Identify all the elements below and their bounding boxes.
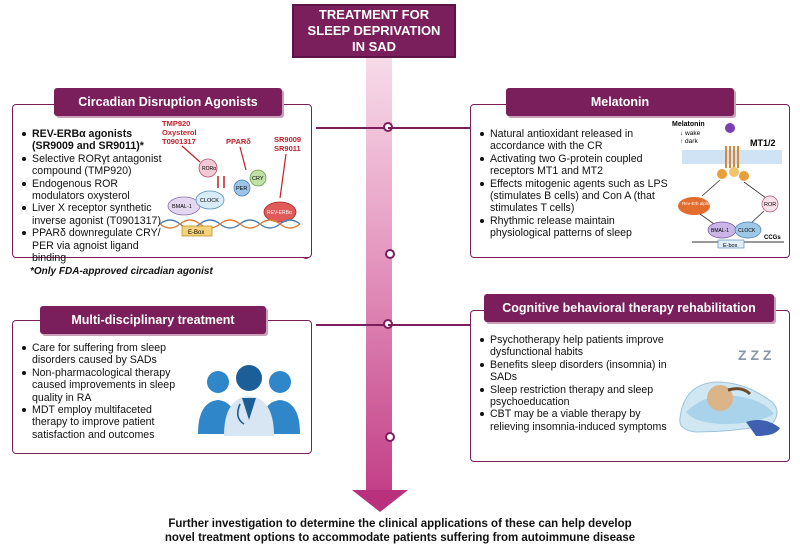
melatonin-label: Melatonin xyxy=(672,121,705,128)
sleeping-person-icon: Z Z Z xyxy=(679,347,780,436)
stethoscope-icon xyxy=(236,403,245,425)
cbt-bullets: Psychotherapy help patients improve dysf… xyxy=(480,334,680,433)
footer-line-2: novel treatment options to accommodate p… xyxy=(164,531,636,544)
connector-dot-melatonin-bottom xyxy=(385,249,395,259)
melatonin-mechanism-figure: Melatonin ↓ wake ↑ dark MT1/2 Rev-Erb al… xyxy=(672,121,784,249)
list-item: Non-pharmacological therapy caused impro… xyxy=(22,367,190,404)
dna-strand-2 xyxy=(160,219,301,229)
central-arrow-head xyxy=(352,490,408,512)
connector-dot-cbt-bottom xyxy=(385,432,395,442)
list-item: Endogenous ROR modulators oxysterol xyxy=(22,178,172,203)
person-right-head xyxy=(269,371,291,393)
list-item: Effects mitogenic agents such as LPS (st… xyxy=(480,178,668,215)
inhibit-line-ror xyxy=(181,145,201,163)
list-item: Natural antioxidant released in accordan… xyxy=(480,128,668,153)
g-alpha-node xyxy=(717,169,727,179)
hair-icon xyxy=(727,387,752,396)
ebox-rect xyxy=(181,225,213,237)
clock-label: CLOCK xyxy=(200,198,219,204)
footer-conclusion: Further investigation to determine the c… xyxy=(0,518,800,545)
mdt-panel-title: Multi-disciplinary treatment xyxy=(40,306,266,334)
person-left-head xyxy=(207,371,229,393)
list-item: Selective RORγt antagonist compound (TMP… xyxy=(22,153,172,178)
ebox-label: E-Box xyxy=(188,230,204,236)
arrow-line-ppar xyxy=(239,146,247,171)
revalpha-label: Rev-Erb alpha xyxy=(682,201,711,206)
per-node xyxy=(233,179,251,197)
list-item: Rhythmic release maintain physiological … xyxy=(480,215,668,240)
clock-label-melatonin: CLOCK xyxy=(738,228,756,234)
cbt-panel-title: Cognitive behavioral therapy rehabilitat… xyxy=(484,294,774,322)
ccgs-label: CCGs xyxy=(764,235,781,241)
melatonin-molecule-icon xyxy=(725,123,735,133)
circadian-bullets: REV-ERBα agonists (SR9009 and SR9011)* S… xyxy=(22,128,172,264)
clock-node-melatonin xyxy=(734,221,762,239)
label-t0901317: T0901317 xyxy=(162,137,196,146)
clock-node xyxy=(195,190,225,210)
connector-line-mdt xyxy=(316,324,388,326)
list-item: CBT may be a viable therapy by relieving… xyxy=(480,408,680,433)
pathway-line-1 xyxy=(701,179,721,197)
doctor-shirt xyxy=(242,398,256,420)
dna-strand-1 xyxy=(160,219,301,229)
per-label: PER xyxy=(236,186,247,192)
ror-node xyxy=(198,158,218,178)
footer-line-1: Further investigation to determine the c… xyxy=(168,518,632,530)
melatonin-panel-title: Melatonin xyxy=(506,88,734,116)
diagram-title: TREATMENT FOR SLEEP DEPRIVATION IN SAD xyxy=(292,4,456,58)
g-beta-node xyxy=(729,167,739,177)
down-arrows xyxy=(217,176,225,188)
cushion-icon xyxy=(746,420,780,436)
ror-label-melatonin: ROR xyxy=(764,202,776,208)
ror-label: RORα xyxy=(202,166,216,172)
list-item: Benefits sleep disorders (insomnia) in S… xyxy=(480,359,680,384)
list-item: REV-ERBα agonists (SR9009 and SR9011)* xyxy=(22,128,172,153)
reverb-node xyxy=(263,201,297,223)
pathway-line-3 xyxy=(699,213,715,225)
ror-node xyxy=(761,195,779,213)
fda-note: *Only FDA-approved circadian agonist xyxy=(30,266,213,277)
list-item: Liver X receptor synthetic inverse agoni… xyxy=(22,202,172,227)
pathway-line-4 xyxy=(749,210,765,225)
ebox-label-melatonin: E-box xyxy=(723,243,738,249)
list-item: MDT employ multifaceted therapy to impro… xyxy=(22,404,190,441)
label-oxysterol: Oxysterol xyxy=(162,128,197,137)
membrane-rect xyxy=(682,150,782,164)
zzz-icon: Z Z Z xyxy=(738,347,772,363)
bmal-label: BMAL-1 xyxy=(172,204,192,210)
care-team-icon xyxy=(198,365,300,436)
mt-label: MT1/2 xyxy=(750,138,776,148)
connector-line-circadian xyxy=(316,127,388,129)
label-sr9011: SR9011 xyxy=(274,144,301,153)
wake-label: ↓ wake xyxy=(680,130,701,137)
connector-line-melatonin xyxy=(388,127,470,129)
label-sr9009: SR9009 xyxy=(274,135,301,144)
list-item: Psychotherapy help patients improve dysf… xyxy=(480,334,680,359)
doctor-head xyxy=(236,365,262,391)
circadian-mechanism-figure: TMP920 Oxysterol T0901317 PPARδ SR9009 S… xyxy=(160,119,301,237)
reverb-label: REV-ERBα xyxy=(267,210,292,216)
dark-label: ↑ dark xyxy=(680,138,698,145)
mdt-bullets: Care for suffering from sleep disorders … xyxy=(22,342,190,441)
list-item: Sleep restriction therapy and sleep psyc… xyxy=(480,384,680,409)
inhibit-line-reverb xyxy=(279,153,287,199)
cry-label: CRY xyxy=(252,176,264,182)
g-gamma-node xyxy=(739,171,749,181)
reverb-alpha-node xyxy=(678,197,710,215)
connector-line-cbt xyxy=(388,324,470,326)
receptor-shape xyxy=(725,146,739,168)
sleeping-head-icon xyxy=(707,385,733,411)
bmal-label-melatonin: BMAL-1 xyxy=(711,228,729,234)
circadian-panel-title: Circadian Disruption Agonists xyxy=(54,88,282,116)
cry-node xyxy=(249,169,267,187)
list-item: PPARδ downregulate CRY/ PER via agnoist … xyxy=(22,227,172,264)
ebox-rect-melatonin xyxy=(717,239,745,249)
pathway-line-2 xyxy=(743,181,767,199)
label-tmp920: TMP920 xyxy=(162,119,190,128)
list-item: Care for suffering from sleep disorders … xyxy=(22,342,190,367)
label-ppard: PPARδ xyxy=(226,137,251,146)
list-item: Activating two G-protein coupled recepto… xyxy=(480,153,668,178)
melatonin-bullets: Natural antioxidant released in accordan… xyxy=(480,128,668,240)
